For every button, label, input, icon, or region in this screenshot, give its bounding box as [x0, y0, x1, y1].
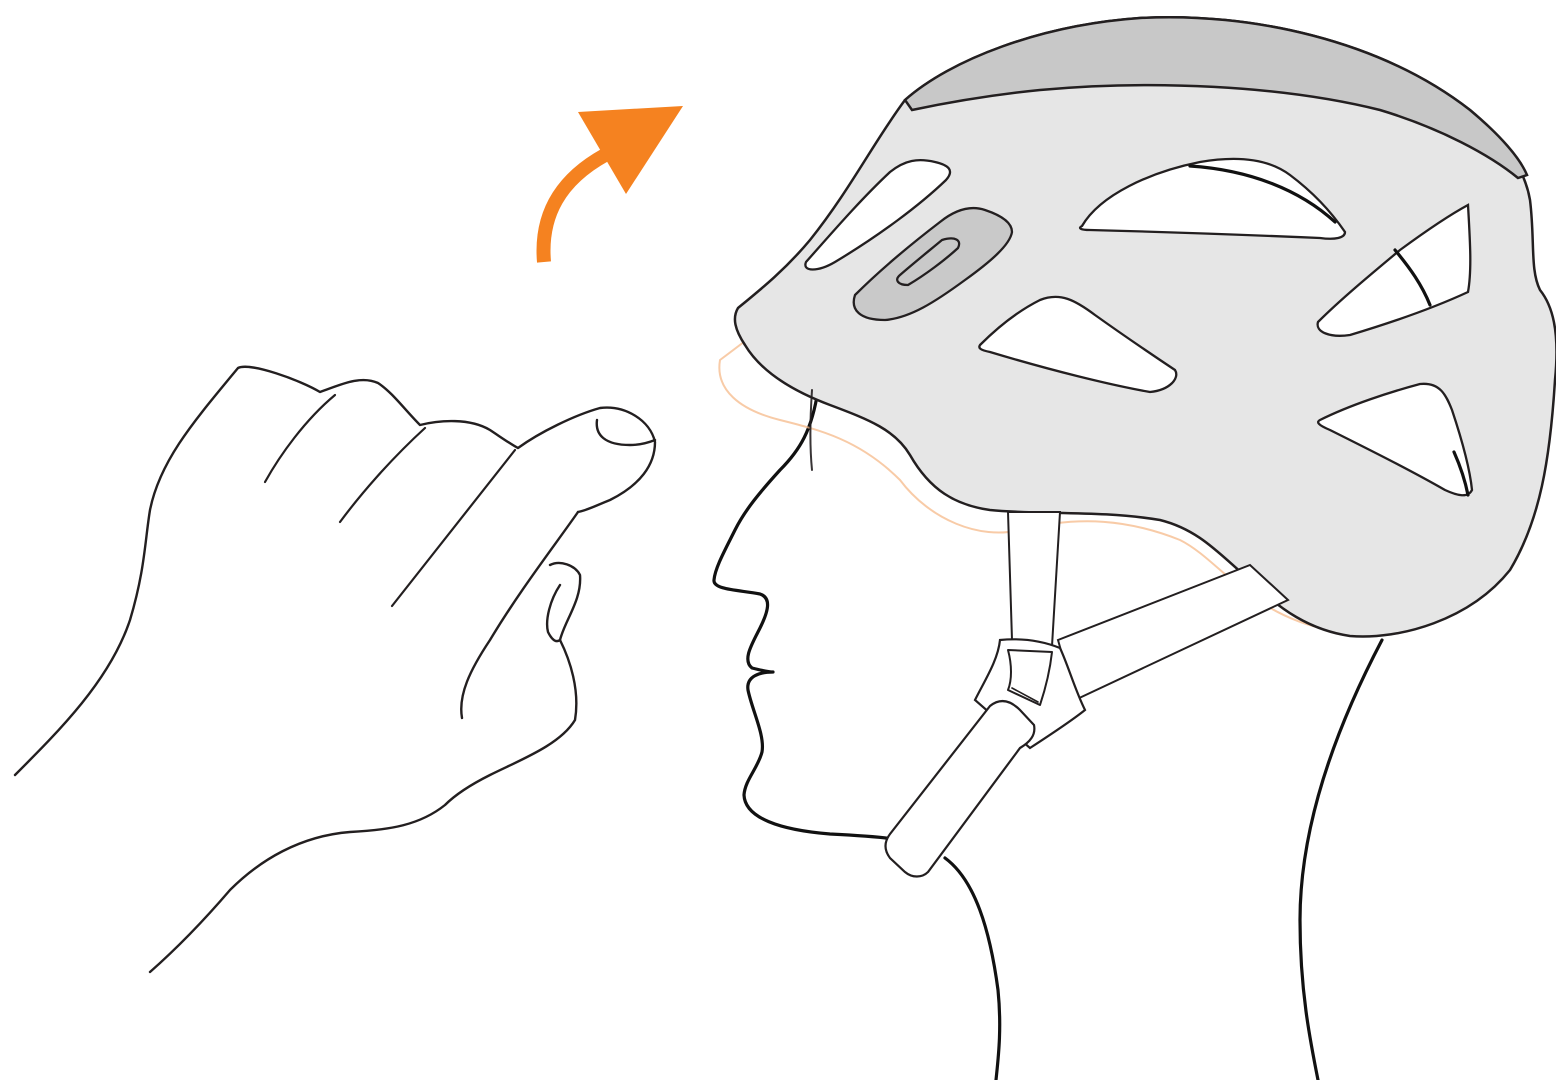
arrow-up-right-icon — [544, 106, 683, 262]
helmet-icon — [719, 17, 1556, 636]
chin-strap — [886, 512, 1289, 877]
hand-icon — [15, 367, 655, 972]
neck-back-line — [1300, 640, 1382, 1080]
